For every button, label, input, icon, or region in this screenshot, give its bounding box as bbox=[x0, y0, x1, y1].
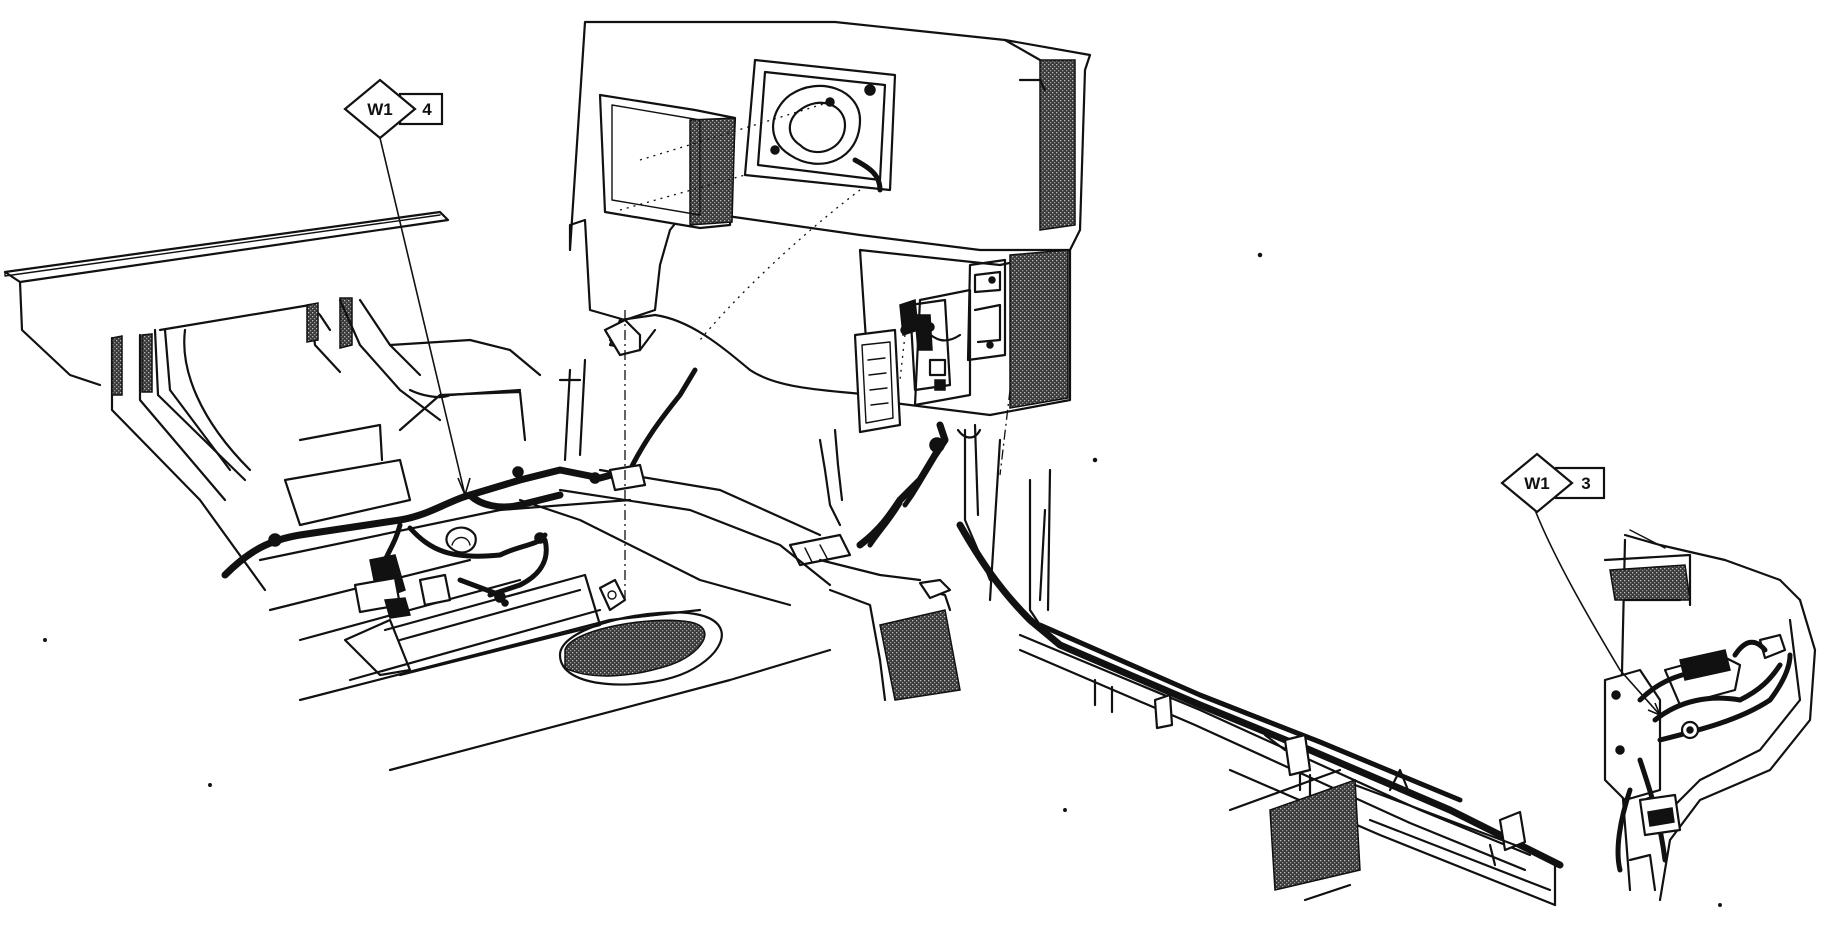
callout-w1-4-code: W1 bbox=[367, 100, 393, 119]
right-wall-connectors bbox=[1603, 529, 1817, 902]
center-wiring bbox=[788, 421, 1047, 702]
callout-w1-3: W1 3 bbox=[1500, 452, 1661, 716]
callout-w1-4-number: 4 bbox=[422, 100, 432, 119]
callout-w1-4: W1 4 bbox=[343, 78, 471, 496]
alignment-lines bbox=[624, 310, 1011, 600]
sill-harness bbox=[956, 468, 1564, 907]
side-panel-lamp bbox=[853, 248, 1072, 434]
callout-w1-3-code: W1 bbox=[1524, 474, 1550, 493]
left-wiring-harness bbox=[221, 367, 698, 619]
left-floor-structure bbox=[3, 210, 832, 772]
callout-w1-3-number: 3 bbox=[1581, 474, 1590, 493]
mount-plate bbox=[603, 318, 642, 357]
rear-quarter-panel bbox=[568, 20, 1092, 397]
specks bbox=[43, 252, 1722, 907]
